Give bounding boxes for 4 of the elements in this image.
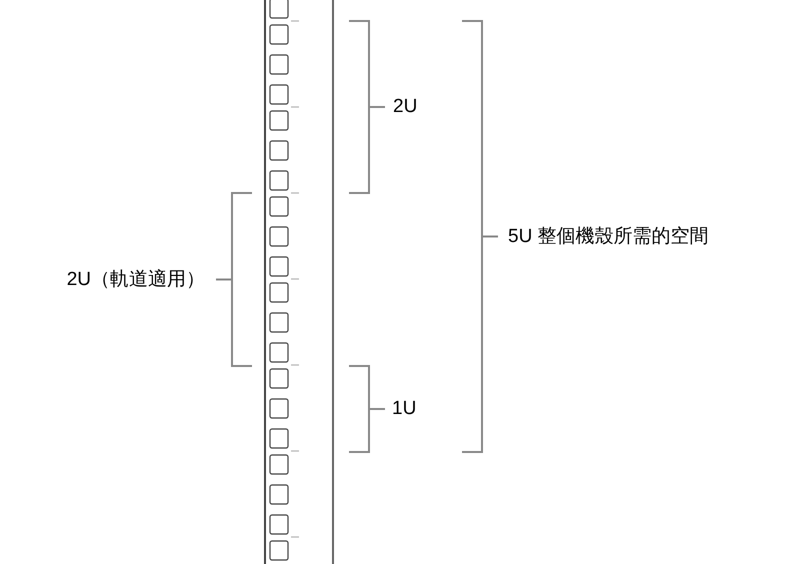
- unit-label: 1U: [392, 398, 416, 420]
- unit-label: 2U: [393, 96, 418, 118]
- unit-label: 2U（軌道適用）: [66, 268, 205, 290]
- unit-label: 5U 整個機殼所需的空間: [508, 226, 709, 248]
